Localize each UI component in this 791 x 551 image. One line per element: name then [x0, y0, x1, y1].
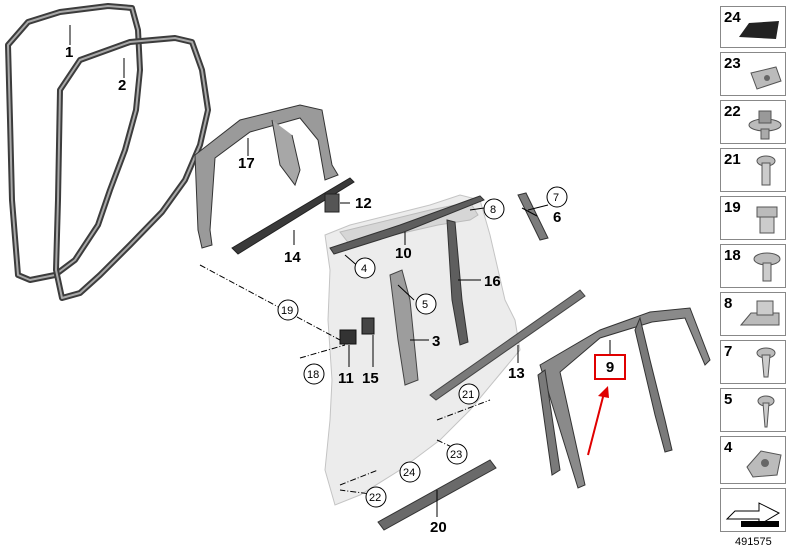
pillar-cover [389, 269, 419, 386]
panel-number: 5 [724, 391, 733, 408]
window-frame-17 [194, 104, 339, 249]
highlight-callout-9: 9 [594, 354, 626, 380]
panel-number: 24 [724, 9, 741, 26]
label-5: 5 [422, 299, 428, 311]
tapping-screw-icon [757, 395, 775, 428]
panel-cell-21: 21 [720, 148, 786, 192]
clip-nut-icon [750, 66, 782, 90]
label-18: 18 [307, 369, 319, 381]
panel-cell-22: 22 [720, 100, 786, 144]
panel-cell-18: 18 [720, 244, 786, 288]
label-14: 14 [284, 249, 301, 266]
label-19: 19 [281, 305, 293, 317]
panel-cell-24: 24 [720, 6, 786, 48]
label-24: 24 [403, 467, 415, 479]
window-channel-16 [446, 219, 469, 346]
label-15: 15 [362, 370, 379, 387]
label-8: 8 [490, 204, 496, 216]
panel-cell-23: 23 [720, 52, 786, 96]
part-11 [339, 329, 357, 345]
panel-number: 7 [724, 343, 733, 360]
label-3: 3 [432, 333, 440, 350]
label-16: 16 [484, 273, 501, 290]
label-7: 7 [553, 192, 559, 204]
trim-strip-14 [231, 177, 355, 255]
label-1: 1 [65, 44, 73, 61]
panel-cell-7: 7 [720, 340, 786, 384]
panel-cell-5: 5 [720, 388, 786, 432]
part-15 [361, 317, 375, 335]
panel-cell-arrow [720, 488, 786, 532]
label-22: 22 [369, 492, 381, 504]
label-12: 12 [355, 195, 372, 212]
panel-number: 23 [724, 55, 741, 72]
label-4: 4 [361, 263, 367, 275]
clamp-nut-icon [746, 450, 782, 478]
belt-strip-13 [429, 289, 586, 401]
panel-cell-4: 4 [720, 436, 786, 484]
pad-icon [739, 21, 779, 39]
label-23: 23 [450, 449, 462, 461]
label-10: 10 [395, 245, 412, 262]
diagram-reference-number: 491575 [735, 536, 772, 548]
arrow-symbol-icon [725, 502, 781, 527]
screw-icon [756, 155, 776, 186]
panel-cell-8: 8 [720, 292, 786, 336]
bracket-icon [739, 300, 780, 326]
window-frame-9 [539, 307, 711, 489]
panel-number: 22 [724, 103, 741, 120]
label-11: 11 [338, 370, 354, 387]
flange-screw-icon [753, 252, 781, 282]
panel-number: 18 [724, 247, 741, 264]
panel-number: 8 [724, 295, 733, 312]
window-strip-10 [329, 195, 485, 255]
clip-12 [324, 193, 340, 213]
label-13: 13 [508, 365, 525, 382]
label-2: 2 [118, 77, 126, 94]
red-arrowhead [598, 386, 609, 398]
panel-number: 21 [724, 151, 741, 168]
label-20: 20 [430, 519, 447, 536]
panel-number: 19 [724, 199, 741, 216]
self-tapping-screw-icon [756, 347, 776, 378]
label-21: 21 [462, 389, 474, 401]
label-6: 6 [553, 209, 561, 226]
clip-6 [517, 192, 549, 241]
push-rivet-icon [748, 110, 782, 140]
expanding-nut-icon [756, 206, 778, 234]
red-arrow [587, 392, 605, 456]
panel-cell-19: 19 [720, 196, 786, 240]
panel-number: 4 [724, 439, 733, 456]
label-17: 17 [238, 155, 255, 172]
